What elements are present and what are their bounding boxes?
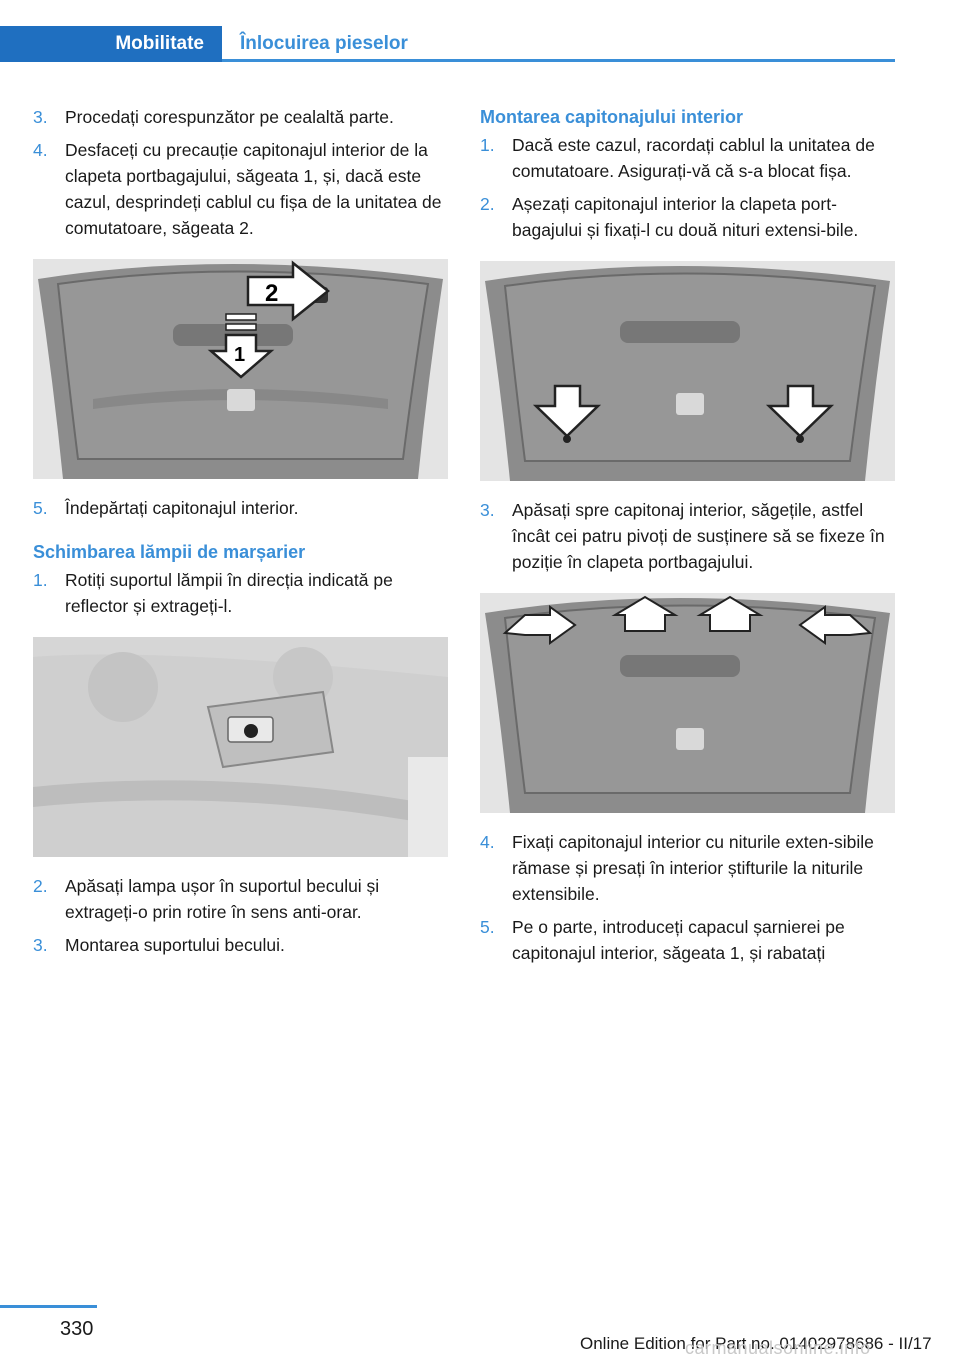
steps-group-a: 3.Procedați corespunzător pe cealaltă pa… <box>33 104 448 241</box>
list-item: 4.Desfaceți cu precauție capitonajul int… <box>33 140 442 238</box>
watermark: carmanualsonline.info <box>685 1338 871 1358</box>
figure-trunk-lid-removal: 2 1 <box>33 259 448 479</box>
list-item: 4.Fixați capitonajul interior cu nituril… <box>480 832 874 904</box>
left-column: 3.Procedați corespunzător pe cealaltă pa… <box>33 104 448 965</box>
figure-trim-pivots <box>480 593 895 813</box>
header-divider <box>222 59 895 62</box>
section-tab-inlocuirea-pieselor[interactable]: Înlocuirea pieselor <box>240 33 408 54</box>
list-item: 3.Montarea suportului becului. <box>33 935 285 955</box>
list-item: 3.Procedați corespunzător pe cealaltă pa… <box>33 107 394 127</box>
list-item: 1.Dacă este cazul, racordați cablul la u… <box>480 135 875 181</box>
section-heading-reversing-lamp: Schimbarea lămpii de marșarier <box>33 542 306 562</box>
list-item: 2.Apăsați lampa ușor în suportul becului… <box>33 876 380 922</box>
edition-footer: Online Edition for Part no. 01402978686 … <box>580 1334 932 1353</box>
figure-trim-rivets <box>480 261 895 481</box>
chapter-tab-mobilitate[interactable]: Mobilitate <box>0 26 222 62</box>
arrow-label-2: 2 <box>265 280 278 307</box>
page-number: 330 <box>60 1318 94 1340</box>
list-item: 2.Așezați capitonajul interior la clapet… <box>480 194 859 240</box>
page-number-rule <box>0 1305 97 1308</box>
chapter-header: Mobilitate Înlocuirea pieselor <box>0 26 895 62</box>
right-column: Montarea capitonajului interior 1.Dacă e… <box>480 104 895 973</box>
list-item: 5.Pe o parte, introduceți capacul șarnie… <box>480 917 845 963</box>
section-heading-mount-trim: Montarea capitonajului interior <box>480 107 744 127</box>
steps-group-d: 2.Apăsați lampa ușor în suportul becului… <box>33 873 448 958</box>
list-item: 1.Rotiți suportul lămpii în direcția ind… <box>33 570 393 616</box>
list-item: 3.Apăsați spre capitonaj interior, săgeț… <box>480 500 885 572</box>
arrow-label-1: 1 <box>234 344 245 366</box>
figure-lamp-socket <box>33 637 448 857</box>
list-item: 5.Îndepărtați capitonajul interior. <box>33 498 299 518</box>
